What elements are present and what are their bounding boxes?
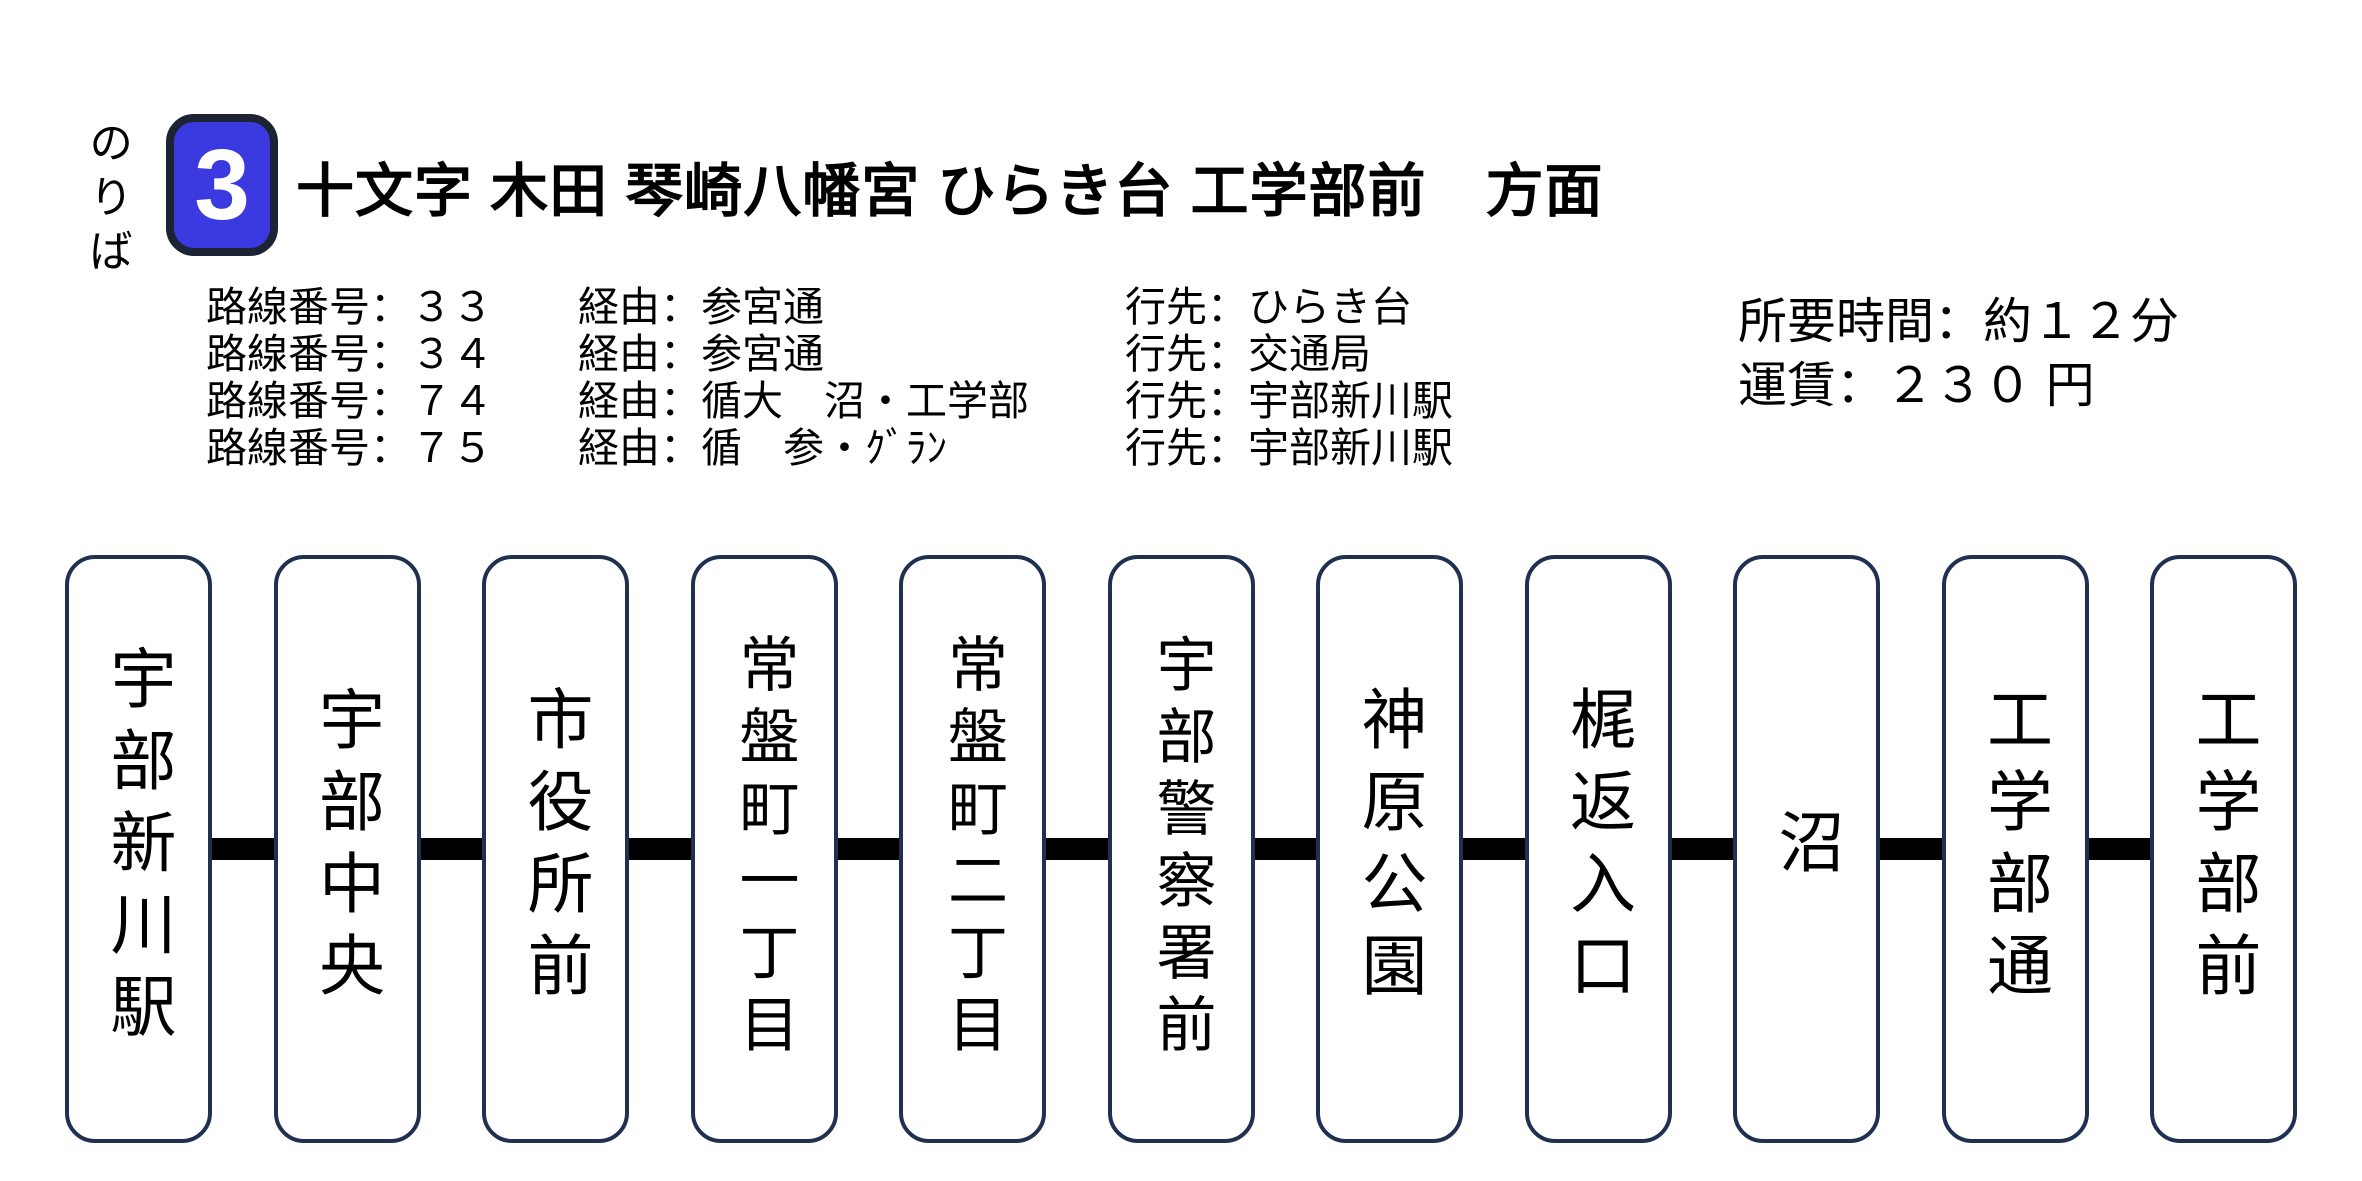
destination-list: 行先：ひらき台 行先：交通局 行先：宇部新川駅 行先：宇部新川駅 — [1125, 284, 1453, 472]
stop-box: 宇部中央 — [273, 555, 421, 1143]
platform-label: のりば — [82, 120, 131, 282]
stop-box: 工学部前 — [2150, 555, 2297, 1143]
stops-diagram: 宇部新川駅 宇部中央 市役所前 常盤町一丁目 常盤町二丁目 宇部警察署前 神原公… — [65, 555, 2297, 1143]
stop-name: 工学部通 — [1978, 685, 2052, 1013]
route-via: 経由：循 参・ｸﾞﾗﾝ — [578, 425, 947, 471]
stop-name: 宇部警察署前 — [1148, 633, 1215, 1065]
stop-name: 常盤町二丁目 — [939, 633, 1007, 1065]
stop-box: 宇部新川駅 — [65, 555, 212, 1143]
route-row: 路線番号：７４ 経由：循大 沼・工学部 — [206, 378, 1029, 425]
route-destination: 行先：交通局 — [1125, 331, 1371, 377]
route-destination: 行先：ひらき台 — [1125, 284, 1412, 330]
route-number: 路線番号：７５ — [206, 425, 493, 471]
direction-title: 十文字 木田 琴崎八幡宮 ひらき台 工学部前 方面 — [296, 159, 1604, 224]
stop-box: 宇部警察署前 — [1107, 555, 1255, 1143]
stop-name: 神原公園 — [1352, 685, 1427, 1013]
route-number: 路線番号：７４ — [206, 378, 493, 424]
route-number: 路線番号：３３ — [206, 284, 493, 330]
route-list: 路線番号：３３ 経由：参宮通 路線番号：３４ 経由：参宮通 路線番号：７４ 経由… — [206, 284, 1029, 472]
stop-name: 宇部中央 — [310, 685, 384, 1013]
platform-number-badge: 3 — [166, 114, 278, 256]
stop-box: 梶返入口 — [1524, 555, 1672, 1143]
fare-text: 運賃：２３０ 円 — [1738, 359, 2095, 413]
stop-name: 常盤町一丁目 — [731, 633, 798, 1065]
stop-box: 常盤町一丁目 — [690, 555, 838, 1143]
stop-name: 市役所前 — [518, 685, 593, 1013]
stop-name: 梶返入口 — [1561, 685, 1635, 1013]
stop-name: 工学部前 — [2186, 685, 2261, 1013]
route-destination: 行先：宇部新川駅 — [1125, 378, 1453, 424]
route-via: 経由：参宮通 — [578, 331, 824, 377]
route-row: 路線番号：３３ 経由：参宮通 — [206, 284, 1029, 331]
route-row: 路線番号：７５ 経由：循 参・ｸﾞﾗﾝ — [206, 425, 1029, 472]
stop-box: 沼 — [1733, 555, 1880, 1143]
stop-box: 工学部通 — [1941, 555, 2089, 1143]
route-row: 路線番号：３４ 経由：参宮通 — [206, 331, 1029, 378]
stop-name: 沼 — [1769, 808, 1844, 890]
route-destination: 行先：宇部新川駅 — [1125, 425, 1453, 471]
stop-box: 市役所前 — [482, 555, 629, 1143]
route-number: 路線番号：３４ — [206, 331, 493, 377]
stop-box: 常盤町二丁目 — [899, 555, 1046, 1143]
route-via: 経由：参宮通 — [578, 284, 824, 330]
stop-box: 神原公園 — [1316, 555, 1463, 1143]
duration-text: 所要時間：約１２分 — [1738, 295, 2180, 349]
route-via: 経由：循大 沼・工学部 — [578, 378, 1029, 424]
stop-name: 宇部新川駅 — [101, 644, 176, 1054]
trip-info: 所要時間：約１２分 運賃：２３０ 円 — [1738, 290, 2179, 418]
